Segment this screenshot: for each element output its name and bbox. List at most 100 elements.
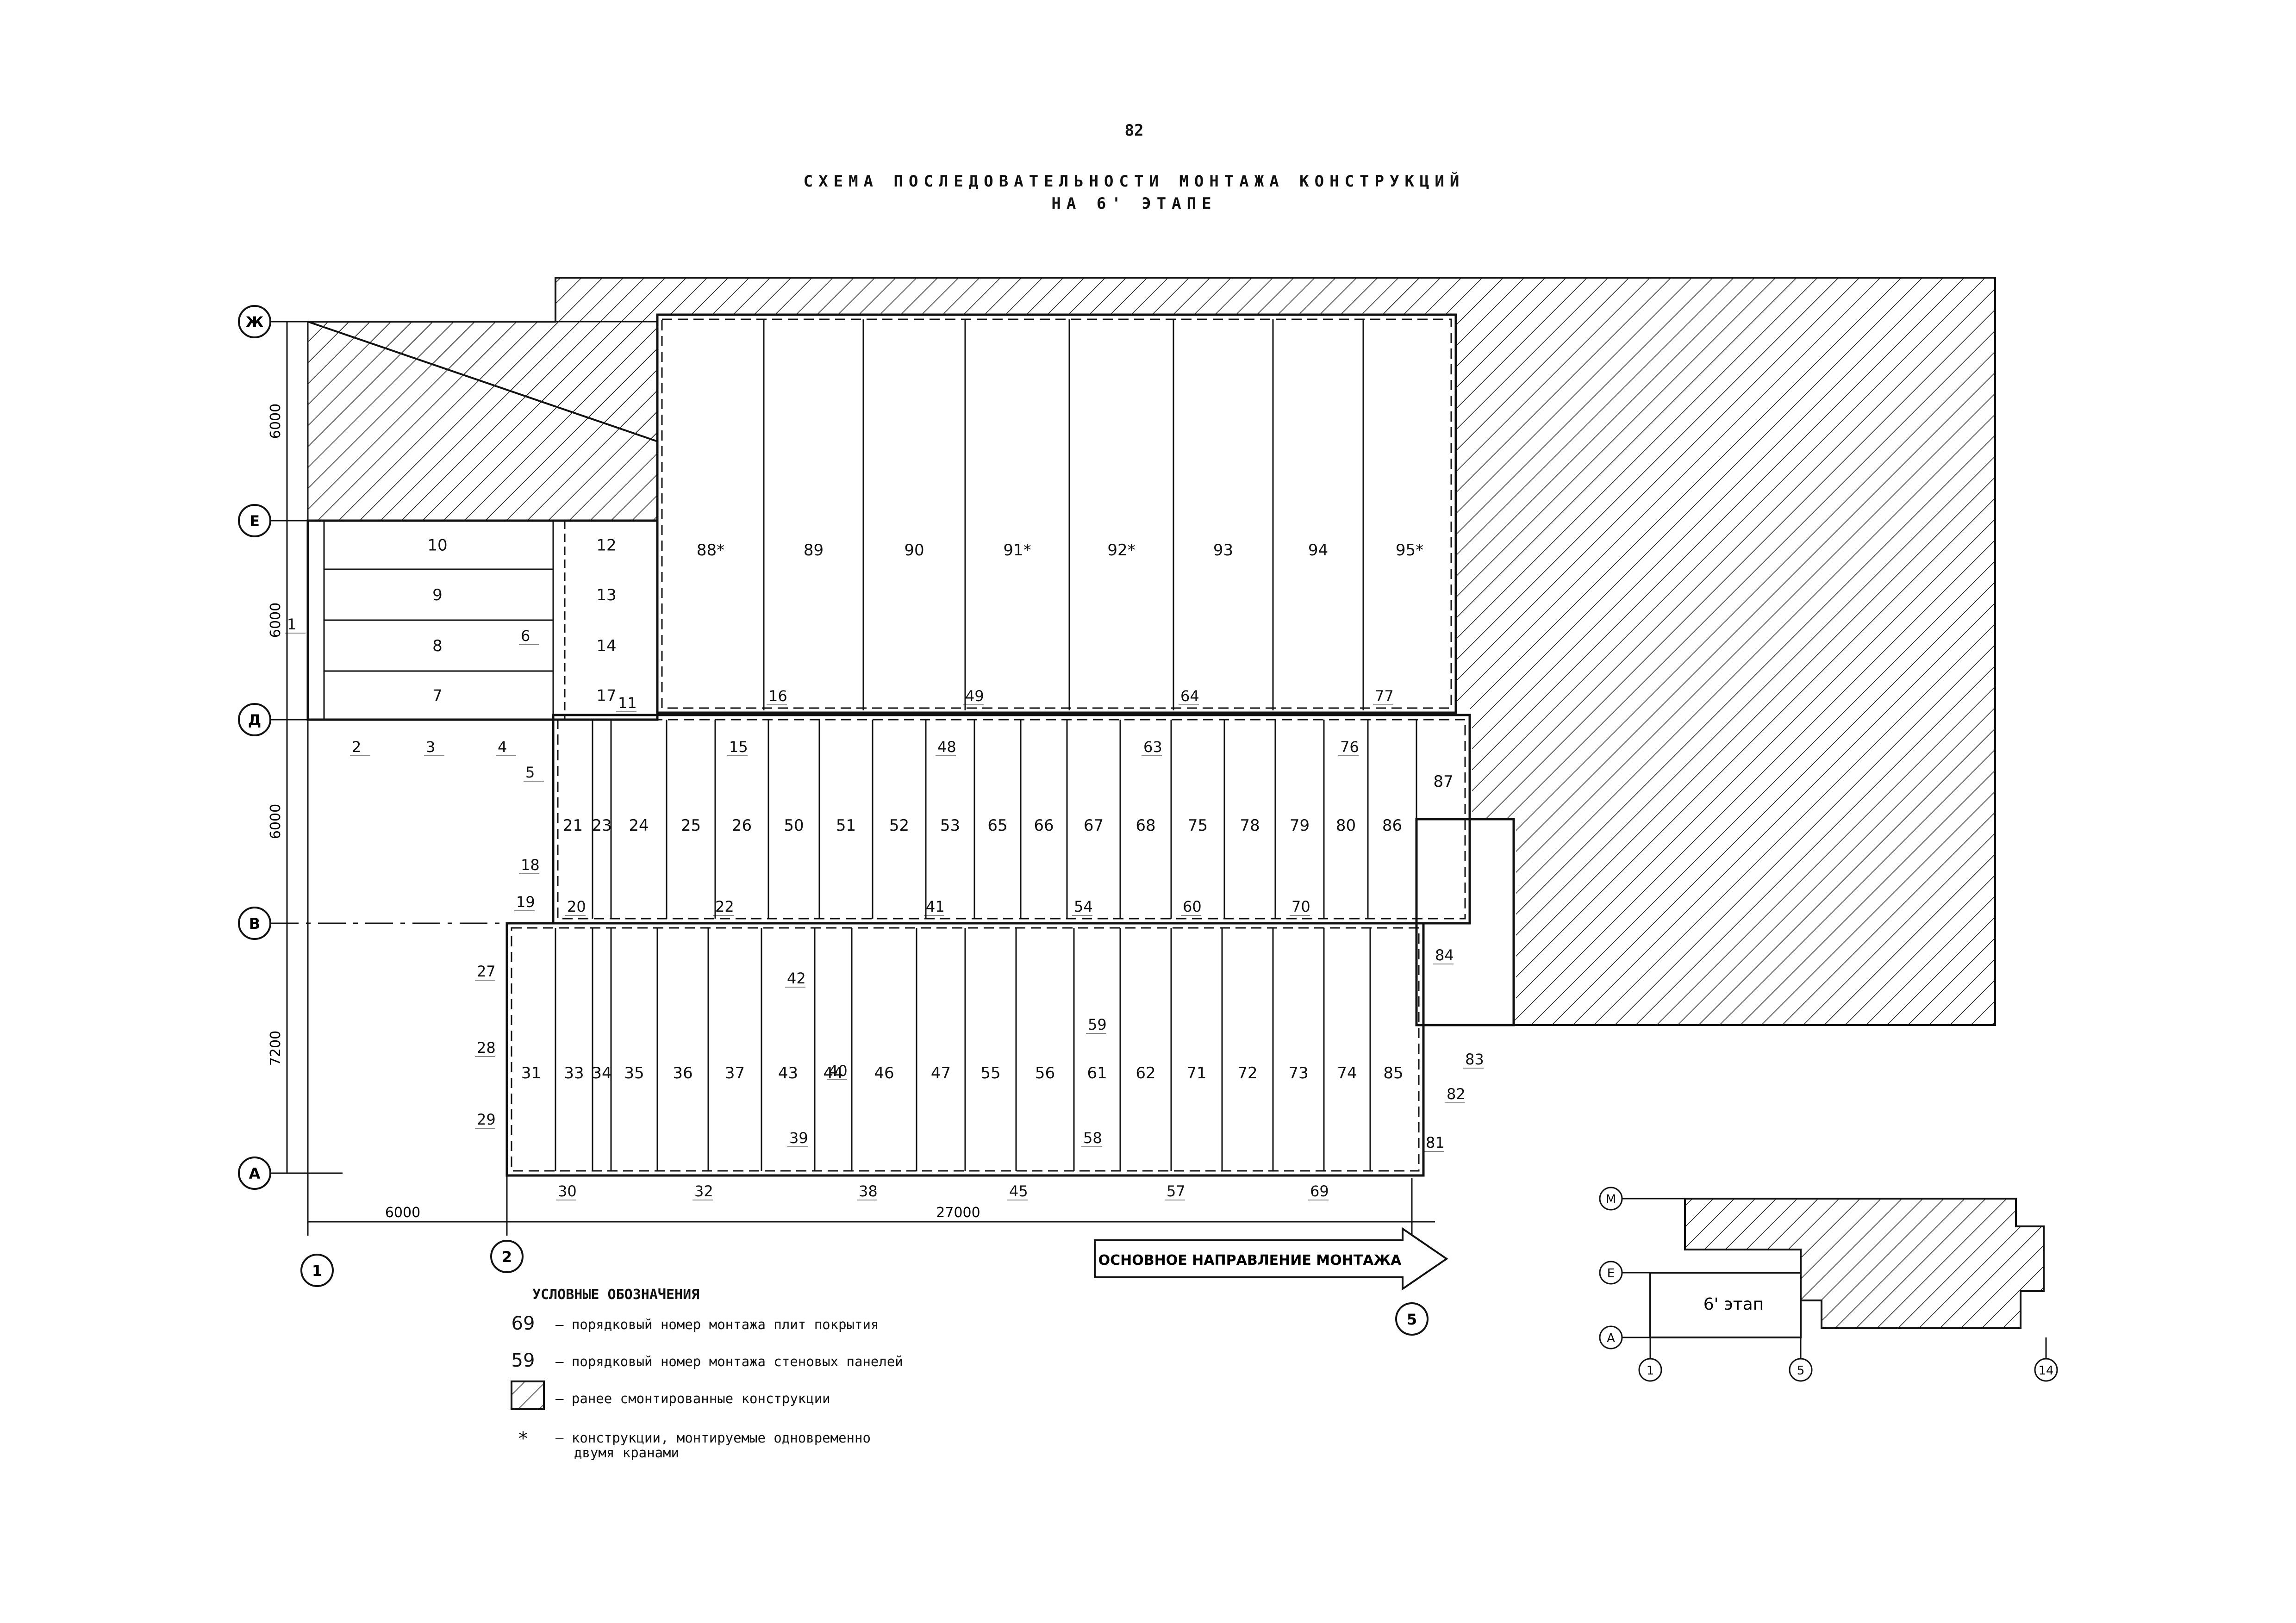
mini-axis-row-0: М [1606, 1193, 1616, 1206]
mini-axis-row-2: А [1607, 1331, 1615, 1345]
axis-row-4: А [249, 1165, 261, 1182]
legend-title: УСЛОВНЫЕ ОБОЗНАЧЕНИЯ [532, 1287, 700, 1303]
wall-panel-2: 2 [352, 738, 361, 756]
lower-slab-34: 34 [592, 1064, 611, 1082]
wall-panel-16: 16 [768, 687, 787, 705]
top-slab-91: 91* [1003, 541, 1031, 560]
lower-slab-71: 71 [1186, 1064, 1206, 1082]
lower-slab-44: 44 [823, 1064, 843, 1082]
axis-row-2-circle [238, 703, 271, 736]
wall-panel-84: 84 [1435, 946, 1454, 964]
wall-panel-4: 4 [498, 738, 507, 756]
left-slab-9: 9 [432, 586, 443, 604]
legend-text-4: – конструкции, монтируемые одновременно [555, 1430, 871, 1446]
middle-slab-65: 65 [987, 816, 1007, 835]
mini-axis-row-1: Е [1607, 1267, 1615, 1281]
title-line-1: СХЕМА ПОСЛЕДОВАТЕЛЬНОСТИ МОНТАЖА КОНСТРУ… [803, 172, 1465, 191]
legend-hatch-swatch [511, 1380, 545, 1410]
wall-panel-60: 60 [1183, 898, 1202, 915]
middle-slab-51: 51 [836, 816, 856, 835]
lower-row-area [507, 923, 1435, 1175]
frame-lower-dashed [511, 927, 1420, 1172]
lower-slab-74: 74 [1337, 1064, 1357, 1082]
wall-panel-27: 27 [477, 963, 496, 980]
wall-panel-57: 57 [1167, 1182, 1185, 1200]
axis-row-2: Д [248, 711, 262, 729]
middle-slab-52: 52 [889, 816, 909, 835]
axis-col-1: 1 [312, 1262, 322, 1280]
mini-axis-col-2: 14 [2038, 1364, 2053, 1378]
lower-slab-43: 43 [778, 1064, 798, 1082]
axis-row-0-circle [238, 305, 271, 338]
lower-slab-36: 36 [673, 1064, 693, 1082]
structure-frames [306, 313, 1515, 1177]
wall-panel-20: 20 [567, 898, 586, 915]
legend-text-2: – порядковый номер монтажа стеновых пане… [555, 1354, 903, 1369]
top-slab-90: 90 [904, 541, 924, 560]
mini-axis-row-circle [1599, 1187, 1623, 1211]
wall-panel-49: 49 [965, 687, 984, 705]
mini-axis-row-circle [1599, 1325, 1623, 1349]
slab-87: 87 [1433, 772, 1453, 791]
mid-slab-17: 17 [596, 687, 616, 705]
middle-slab-78: 78 [1240, 816, 1260, 835]
axis-row-0: Ж [245, 313, 263, 331]
dim-horizontal-1: 6000 [385, 1205, 420, 1221]
wall-panel-5: 5 [525, 764, 535, 781]
hatched-mask-top-slabs [657, 315, 1456, 518]
middle-slab-86: 86 [1382, 816, 1402, 835]
wall-panel-76: 76 [1340, 738, 1359, 756]
wall-panel-1: 1 [287, 616, 296, 633]
mini-axis-col-1: 5 [1797, 1364, 1805, 1378]
wall-panel-11: 11 [618, 694, 637, 712]
wall-panel-82: 82 [1447, 1085, 1466, 1103]
wall-panel-83: 83 [1465, 1051, 1484, 1068]
frame-top-dashed [661, 318, 1452, 709]
legend-text-1: – порядковый номер монтажа плит покрытия [555, 1317, 879, 1332]
middle-slab-68: 68 [1136, 816, 1155, 835]
top-slab-92: 92* [1107, 541, 1135, 560]
direction-arrow-label: ОСНОВНОЕ НАПРАВЛЕНИЕ МОНТАЖА [1098, 1252, 1402, 1269]
wall-panel-32: 32 [694, 1182, 713, 1200]
frame-upper-dashed [557, 719, 1466, 920]
wall-panel-63: 63 [1143, 738, 1162, 756]
dim-vertical-2: 6000 [268, 603, 284, 638]
slab-cells [323, 319, 1417, 1171]
lower-slab-35: 35 [624, 1064, 644, 1082]
mid-slab-12: 12 [596, 536, 616, 555]
wall-panel-15: 15 [729, 738, 748, 756]
lower-slab-73: 73 [1288, 1064, 1308, 1082]
wall-panel-28: 28 [477, 1039, 496, 1057]
wall-panel-29: 29 [477, 1111, 496, 1128]
direction-arrow: ОСНОВНОЕ НАПРАВЛЕНИЕ МОНТАЖА [1094, 1227, 1448, 1291]
mid-slab-13: 13 [596, 586, 616, 604]
mini-axis-col-0: 1 [1647, 1364, 1654, 1378]
frame-recess [1415, 818, 1515, 1026]
wall-panel-48: 48 [937, 738, 956, 756]
wall-panel-59: 59 [1088, 1016, 1107, 1033]
bottom-clear [278, 1175, 1666, 1546]
axis-col-2-circle [490, 1240, 524, 1273]
middle-slab-25: 25 [681, 816, 701, 835]
top-slab-95: 95* [1396, 541, 1423, 560]
lower-slab-37: 37 [725, 1064, 745, 1082]
legend-key-2: 59 [511, 1350, 535, 1371]
wall-panel-58: 58 [1083, 1129, 1102, 1147]
lower-slab-56: 56 [1035, 1064, 1055, 1082]
middle-slab-75: 75 [1188, 816, 1208, 835]
axis-row-1: Е [250, 512, 260, 530]
lower-slab-61: 61 [1087, 1064, 1107, 1082]
lower-slab-46: 46 [874, 1064, 894, 1082]
legend-swatch [511, 1380, 545, 1410]
wall-panel-70: 70 [1292, 898, 1310, 915]
lower-slab-31: 31 [521, 1064, 541, 1082]
wall-panel-81: 81 [1426, 1134, 1445, 1151]
top-slab-93: 93 [1213, 541, 1233, 560]
page-number: 82 [1124, 121, 1144, 140]
